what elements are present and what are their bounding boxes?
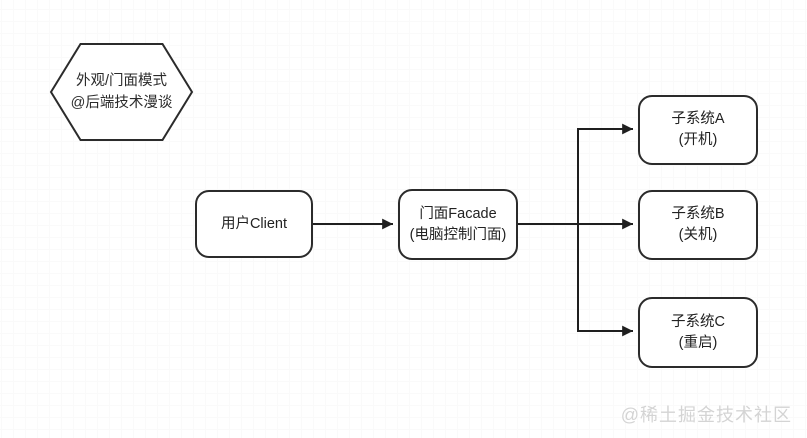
node-client-label: 用户Client xyxy=(220,215,288,232)
node-subsystem-c-line1: 子系统C xyxy=(671,313,725,330)
node-client: 用户Client xyxy=(195,190,313,258)
node-facade-line1: 门面Facade xyxy=(419,205,497,222)
title-line1: 外观/门面模式 xyxy=(75,73,168,89)
edge-facade-to-subsystem-c xyxy=(577,224,633,337)
node-facade-line2: (电脑控制门面) xyxy=(409,226,507,243)
watermark-text: @稀土掘金技术社区 xyxy=(620,405,792,425)
node-subsystem-c-line2: (重启) xyxy=(678,334,718,351)
title-hexagon-text: 外观/门面模式 @后端技术漫谈 xyxy=(50,43,193,141)
title-line2: @后端技术漫谈 xyxy=(70,95,173,111)
node-subsystem-b-line1: 子系统B xyxy=(671,206,725,222)
hexagon-shape xyxy=(49,43,194,141)
node-subsystem-a: 子系统A (开机) xyxy=(638,95,758,165)
title-hexagon-node: 外观/门面模式 @后端技术漫谈 xyxy=(49,43,194,141)
node-subsystem-c: 子系统C (重启) xyxy=(638,297,758,368)
node-facade: 门面Facade (电脑控制门面) xyxy=(398,189,518,260)
node-subsystem-a-line1: 子系统A xyxy=(671,111,725,127)
edge-facade-to-subsystem-a xyxy=(577,123,633,224)
node-subsystem-a-line2: (开机) xyxy=(678,132,718,148)
node-subsystem-b: 子系统B (关机) xyxy=(638,190,758,260)
node-subsystem-b-line2: (关机) xyxy=(678,227,718,243)
